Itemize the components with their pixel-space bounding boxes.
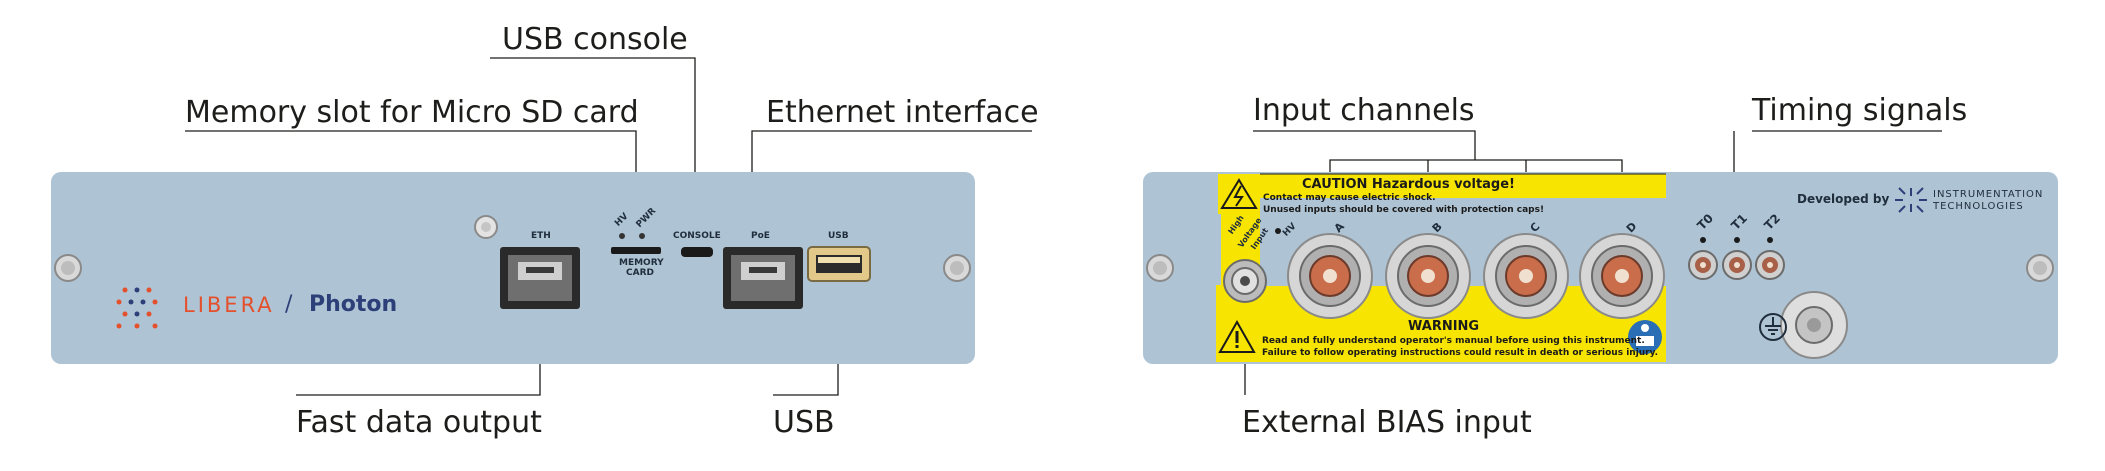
pwr-led-icon	[639, 233, 645, 239]
usb-console-port-icon	[681, 247, 713, 257]
fast-data-output-label: Fast data output	[296, 405, 542, 440]
usb-callout-label: USB	[773, 405, 835, 440]
developed-by-text: Developed by	[1797, 192, 1890, 206]
eth-port-icon	[500, 247, 580, 309]
poe-label: PoE	[751, 231, 770, 241]
memory-card-label-2: CARD	[626, 268, 654, 278]
bnc-connector-b-icon	[1385, 233, 1471, 319]
hv-indicator-dot-icon	[1275, 228, 1281, 234]
ethernet-interface-label: Ethernet interface	[766, 95, 1039, 130]
company-name-line-2: TECHNOLOGIES	[1933, 201, 2024, 212]
screw-icon	[54, 254, 82, 282]
company-name-line-1: INSTRUMENTATION	[1933, 189, 2044, 200]
bnc-connector-c-icon	[1483, 233, 1569, 319]
memory-slot-label: Memory slot for Micro SD card	[185, 95, 639, 130]
usb-port-icon	[807, 246, 871, 282]
console-label: CONSOLE	[673, 231, 721, 241]
input-channels-leader	[1253, 130, 1476, 160]
warning-title: WARNING	[1408, 319, 1480, 334]
timing-connector-t0-icon	[1688, 250, 1718, 280]
micro-sd-slot-icon	[611, 247, 661, 254]
usb-port-label: USB	[828, 231, 849, 241]
caution-title: CAUTION Hazardous voltage!	[1302, 177, 1515, 192]
warning-line-2: Failure to follow operating instructions…	[1262, 348, 1659, 358]
libera-logo-icon	[116, 287, 158, 329]
memory-card-label-1: MEMORY	[619, 258, 664, 268]
ground-symbol-icon	[1759, 313, 1787, 341]
ground-terminal-icon	[1780, 291, 1848, 359]
brand-slash: /	[285, 292, 293, 317]
timing-signals-label: Timing signals	[1752, 93, 1968, 128]
input-channels-label: Input channels	[1253, 93, 1475, 128]
timing-connector-t2-icon	[1755, 250, 1785, 280]
usb-console-leader	[490, 57, 696, 200]
screw-icon	[2026, 254, 2054, 282]
warning-line-1: Read and fully understand operator's man…	[1262, 336, 1645, 346]
caution-line-1: Contact may cause electric shock.	[1263, 193, 1436, 203]
instrumentation-technologies-logo-icon	[1895, 187, 1927, 213]
screw-icon	[1146, 254, 1174, 282]
brand-photon: Photon	[309, 292, 398, 317]
eth-label: ETH	[531, 231, 551, 241]
bnc-connector-d-icon	[1579, 233, 1665, 319]
brand-libera: LIBERA	[183, 293, 275, 317]
hv-bias-connector-icon	[1223, 259, 1267, 303]
read-manual-icon	[1628, 320, 1662, 354]
screw-icon	[474, 215, 498, 239]
usb-console-label: USB console	[502, 22, 688, 57]
external-bias-input-label: External BIAS input	[1242, 405, 1532, 440]
caution-line-2: Unused inputs should be covered with pro…	[1263, 205, 1545, 215]
warning-triangle-icon	[1218, 319, 1256, 353]
poe-port-icon	[723, 247, 803, 309]
timing-connector-t1-icon	[1722, 250, 1752, 280]
hv-led-icon	[619, 233, 625, 239]
hazard-voltage-icon	[1220, 178, 1258, 209]
bnc-connector-a-icon	[1287, 233, 1373, 319]
screw-icon	[943, 254, 971, 282]
